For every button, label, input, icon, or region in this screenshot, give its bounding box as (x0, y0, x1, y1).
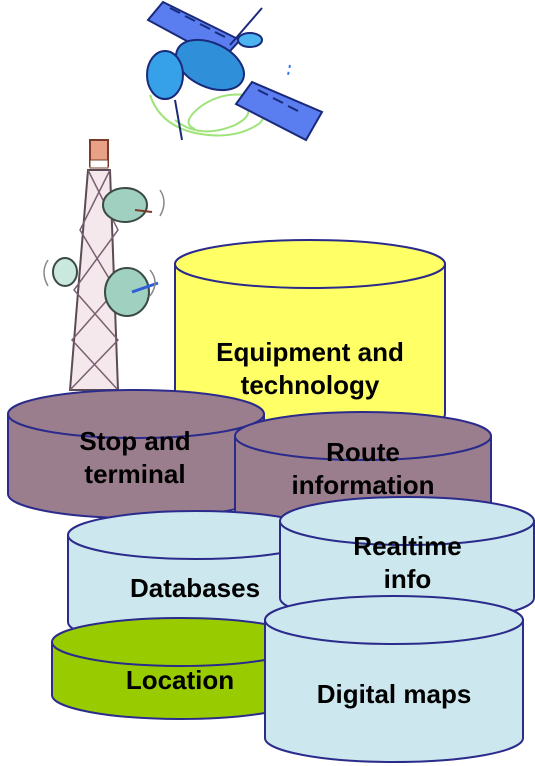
cylinder-realtime-info (279, 496, 535, 623)
label-digital-maps: Digital maps (316, 679, 472, 709)
antenna-tower-icon (43, 139, 165, 391)
label-location: Location (125, 665, 235, 695)
label-databases: Databases (129, 573, 261, 603)
satellite-icon (146, 0, 324, 142)
cylinder-digital-maps (264, 595, 524, 763)
label-realtime-info: Realtime info (353, 531, 462, 594)
label-equipment: Equipment and technology (216, 337, 404, 400)
label-stop-terminal: Stop and terminal (79, 426, 191, 489)
label-route-information: Route information (291, 437, 435, 500)
cylinder-stop-terminal (7, 389, 265, 519)
cylinder-location (51, 617, 309, 720)
cylinder-databases (67, 510, 325, 647)
